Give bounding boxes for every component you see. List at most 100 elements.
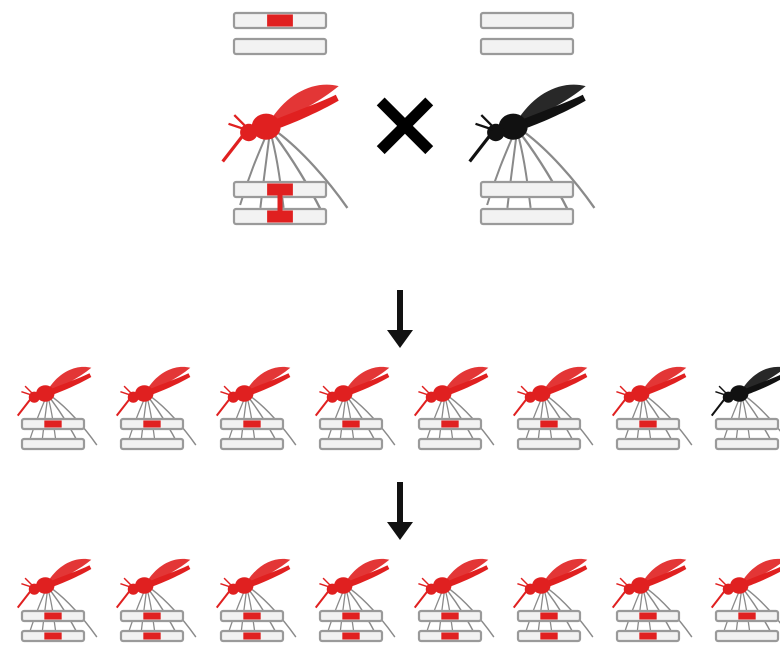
gene-insert-marker (441, 612, 459, 620)
chromosome-marked (417, 417, 483, 431)
gene-insert-marker (342, 632, 360, 640)
chromosome-marked (20, 609, 86, 623)
offspring-individual (115, 366, 197, 451)
offspring-individual (611, 366, 693, 451)
mosquito-modified-icon (710, 558, 780, 640)
gene-insert-marker (639, 612, 657, 620)
offspring-individual (215, 366, 297, 451)
down-arrow-icon (387, 290, 413, 348)
chromosome-pair-linked (232, 180, 328, 226)
chromosome (479, 11, 575, 30)
gene-insert-marker (540, 420, 558, 428)
gene-insert-marker (342, 420, 360, 428)
generation-1-row (16, 366, 780, 451)
offspring-individual (115, 558, 197, 643)
chromosome-marked (119, 629, 185, 643)
gene-insert-marker (738, 612, 756, 620)
mosquito-modified-icon (512, 558, 594, 640)
chromosome-marked (219, 629, 285, 643)
chromosome-marked (119, 609, 185, 623)
chromosome-marked (20, 629, 86, 643)
chromosome-marked (219, 609, 285, 623)
chromosome-marked (516, 609, 582, 623)
down-arrow-icon (387, 482, 413, 540)
offspring-individual (314, 366, 396, 451)
gene-insert-marker (243, 612, 261, 620)
mosquito-modified-icon (16, 558, 98, 640)
gene-insert-marker (639, 632, 657, 640)
chromosome-marked (516, 629, 582, 643)
offspring-individual (413, 366, 495, 451)
gene-insert-marker (44, 420, 62, 428)
chromosome (232, 37, 328, 56)
offspring-individual (16, 558, 98, 643)
gene-insert-marker (243, 420, 261, 428)
offspring-individual (314, 558, 396, 643)
chromosome (479, 207, 575, 226)
chromosome (479, 37, 575, 56)
chromosome (219, 437, 285, 451)
chromosome (516, 437, 582, 451)
mosquito-modified-icon (512, 366, 594, 448)
mosquito-wild-icon (710, 366, 780, 448)
mosquito-modified-icon (413, 558, 495, 640)
chromosome-marked (615, 417, 681, 431)
gene-insert-marker (540, 632, 558, 640)
gene-insert-marker (44, 612, 62, 620)
mosquito-modified-icon (16, 366, 98, 448)
mosquito-modified-icon (115, 558, 197, 640)
chromosome-marked (20, 417, 86, 431)
gene-insert-marker (143, 632, 161, 640)
chromosome (318, 437, 384, 451)
gene-insert-marker (143, 612, 161, 620)
homing-link (277, 189, 283, 217)
mosquito-modified-icon (221, 84, 349, 212)
offspring-individual (512, 558, 594, 643)
chromosome-marked (219, 417, 285, 431)
offspring-individual (413, 558, 495, 643)
gene-insert-marker (243, 632, 261, 640)
chromosome (714, 417, 780, 431)
gene-insert-marker (44, 632, 62, 640)
chromosome-marked (714, 609, 780, 623)
chromosome (119, 437, 185, 451)
chromosome-marked (318, 629, 384, 643)
offspring-individual (215, 558, 297, 643)
offspring-individual (710, 366, 780, 451)
parent-modified-group (221, 11, 349, 226)
mosquito-modified-icon (314, 558, 396, 640)
mosquito-modified-icon (611, 366, 693, 448)
mosquito-modified-icon (314, 366, 396, 448)
offspring-individual (710, 558, 780, 643)
gene-insert-marker (143, 420, 161, 428)
gene-insert-marker (639, 420, 657, 428)
gene-insert-marker (342, 612, 360, 620)
generation-2-row (16, 558, 780, 643)
chromosome (714, 437, 780, 451)
gene-insert-marker (441, 420, 459, 428)
chromosome (479, 180, 575, 199)
chromosome (714, 629, 780, 643)
gene-insert-marker (540, 612, 558, 620)
cross-symbol: × (365, 67, 445, 179)
gene-insert-marker (267, 14, 293, 27)
offspring-individual (512, 366, 594, 451)
chromosome-marked (417, 629, 483, 643)
offspring-individual (16, 366, 98, 451)
chromosome-marked (615, 609, 681, 623)
chromosome-marked (232, 11, 328, 30)
mosquito-modified-icon (115, 366, 197, 448)
chromosome (615, 437, 681, 451)
chromosome (20, 437, 86, 451)
chromosome-marked (516, 417, 582, 431)
gene-insert-marker (441, 632, 459, 640)
chromosome-marked (417, 609, 483, 623)
chromosome-marked (615, 629, 681, 643)
chromosome (417, 437, 483, 451)
mosquito-modified-icon (611, 558, 693, 640)
mosquito-modified-icon (215, 366, 297, 448)
parent-wild-group (468, 11, 596, 226)
mosquito-modified-icon (413, 366, 495, 448)
chromosome-marked (318, 609, 384, 623)
